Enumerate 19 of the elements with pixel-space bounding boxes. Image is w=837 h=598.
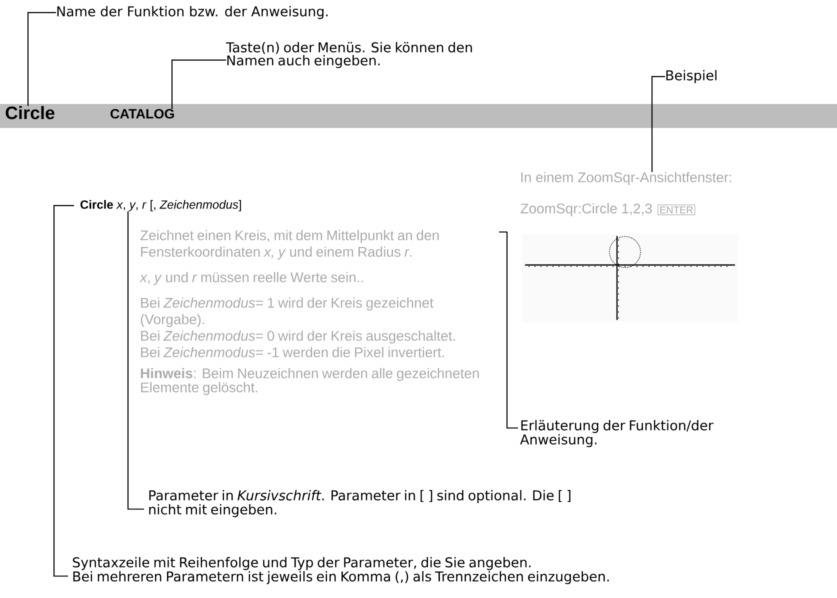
entry-heading: Circle [6,106,54,120]
key-label: ENTER [658,204,696,216]
leader-line [171,60,226,109]
callout-text: Parameter in Kursivschrift. Parameter in [ ] sind optional. Die [ ] nicht mit eingeben. [149,490,570,518]
leader-line [651,76,665,172]
leader-line [53,205,74,577]
key-label: CATALOG [110,109,174,119]
syntax-line: Circle x, y, r [, Zeichenmodus] [80,200,241,212]
example-command: ZoomSqr:Circle 1,2,3 [520,203,652,216]
callout-text: Syntaxzeile mit Reihenfolge und Typ der Parameter, die Sie angeben. Bei mehreren Parametern ist jeweils ein Komma (,) als Trennzeichen einzugeben. [72,557,609,584]
leader-line [127,211,144,510]
callout-text: Name der Funktion bzw. der Anweisung. [57,6,328,20]
callout-text: Erläuterung der Funktion/der Anweisung. [520,420,714,448]
example-text: In einem ZoomSqr-Ansichtfenster: [521,172,732,186]
leader-line [499,231,518,429]
leader-line [27,12,56,106]
description-text: Zeichnet einen Kreis, mit dem Mittelpunkt an den Fensterkoordinaten x, y und einem Radius r. x, y und r müssen reelle Werte sein.. Bei Zeichenmodus= 1 wird der Kreis gezeichnet (Vorgabe). Bei Zeichenmodus= 0 wird der Kreis ausgeschaltet. Bei Zeichenmodus= -1 werden die Pixel invertiert. Hinweis: Beim Neuzeichnen werden alle gezeichneten Elemente gelöscht. [139,230,479,396]
callout-text: Taste(n) oder Menüs. Sie können den Namen auch eingeben. [226,42,472,68]
callout-text: Beispiel [666,70,716,84]
